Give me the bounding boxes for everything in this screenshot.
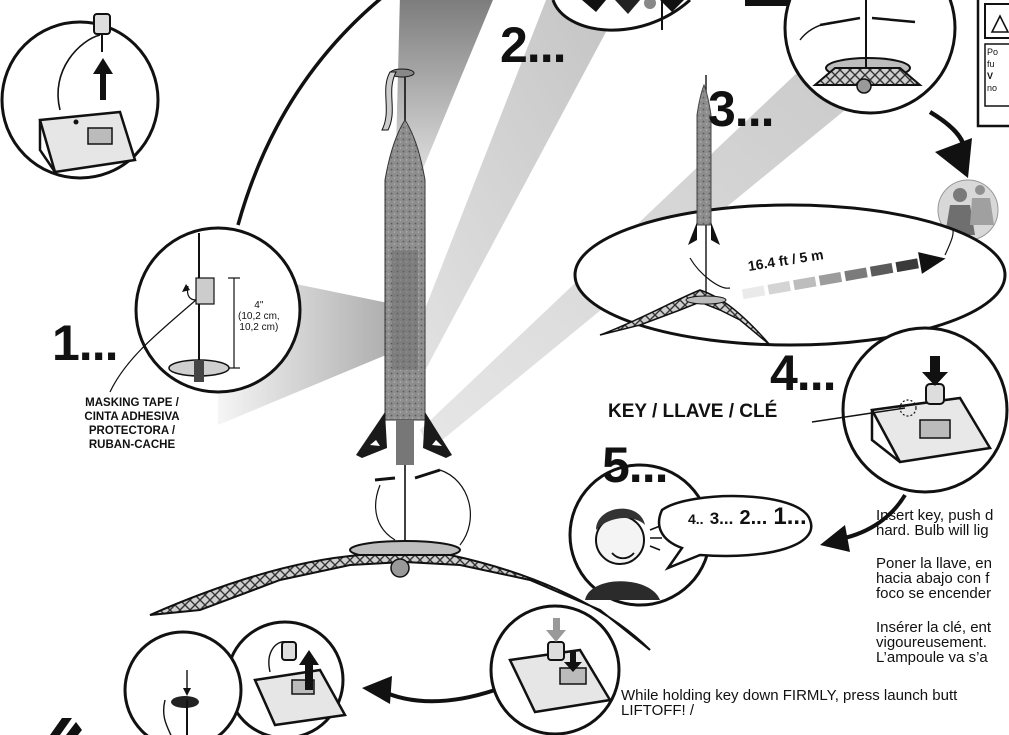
circle-top-left: [0, 13, 160, 180]
warning-box: [976, 0, 1009, 128]
masking-tape-line3: PROTECTORA /: [88, 425, 176, 437]
instructions-launch-line2: LIFTOFF! /: [621, 702, 695, 719]
logo-mark: [50, 718, 82, 735]
warning-line2: fu: [987, 59, 995, 69]
countdown-1: 1...: [773, 503, 807, 530]
step-3-label: 3...: [708, 81, 774, 137]
circle-bottom-clip: [123, 630, 243, 735]
circle-bottom-press: [489, 604, 621, 735]
instructions-launch: While holding key down FIRMLY, press lau…: [621, 688, 957, 718]
curve-arrow-bottom: [379, 688, 496, 704]
circle-bottom-igniter: [225, 620, 347, 735]
main-launch-pad: [149, 468, 651, 651]
curve-arrow-top: [236, 0, 382, 226]
warning-line1: Po: [987, 47, 999, 57]
instructions-es: Poner la llave, en hacia abajo con f foc…: [876, 556, 992, 601]
ray-step2-mid: [405, 0, 615, 380]
circle-step2: [551, 0, 692, 32]
instructions-en-line2: hard. Bulb will lig: [876, 522, 989, 539]
instructions-fr-line1: Insérer la clé, ent: [876, 619, 992, 636]
instructions-fr-line2: vigoureusement.: [876, 634, 987, 651]
masking-tape-line4: RUBAN-CACHE: [88, 439, 176, 451]
warning-line3: V: [987, 71, 994, 81]
step-4-label: 4...: [770, 345, 836, 401]
circle-step4: [811, 326, 1009, 494]
warning-line4: no: [987, 83, 998, 93]
measure-cm-2: 10,2 cm): [239, 322, 279, 333]
measure-label: 4" (10,2 cm, 10,2 cm): [238, 300, 280, 333]
masking-tape-line1: MASKING TAPE /: [85, 397, 179, 409]
countdown-2: 2...: [739, 507, 768, 529]
circle-step5: [568, 463, 813, 607]
step-2-label: 2...: [500, 17, 566, 73]
circle-step1: [109, 226, 302, 394]
instructions-es-line2: hacia abajo con f: [876, 570, 990, 587]
instructions-es-line3: foco se encender: [876, 585, 992, 602]
instructions-es-line1: Poner la llave, en: [876, 555, 992, 572]
step-5-label: 5...: [602, 437, 668, 493]
circle-top-right: [783, 0, 957, 115]
masking-tape-line2: CINTA ADHESIVA: [84, 411, 180, 423]
ray-step2-left: [395, 0, 493, 200]
countdown-3: 3...: [709, 509, 734, 528]
measure-cm-1: (10,2 cm,: [238, 311, 280, 322]
small-rocket: [599, 75, 771, 346]
instructions-en: Insert key, push d hard. Bulb will lig: [876, 508, 993, 538]
main-rocket: [356, 68, 452, 560]
step-1-label: 1...: [52, 315, 118, 371]
photo-circle: [937, 179, 999, 241]
instructions-fr: Insérer la clé, ent vigoureusement. L’am…: [876, 620, 991, 665]
distance-ellipse: [573, 203, 1007, 347]
countdown-bubble: 4.. 3... 2... 1...: [688, 503, 807, 531]
measure-inches: 4": [254, 300, 264, 311]
warning-text: Po fu V no: [987, 46, 998, 94]
instructions-fr-line3: L’ampoule va s’a: [876, 649, 988, 666]
countdown-4: 4..: [688, 511, 704, 527]
key-label: KEY / LLAVE / CLÉ: [608, 401, 778, 422]
instructions-launch-line1: While holding key down FIRMLY, press lau…: [621, 687, 958, 704]
instructions-en-line1: Insert key, push d: [876, 507, 994, 524]
masking-tape-label: MASKING TAPE / CINTA ADHESIVA PROTECTORA…: [72, 396, 192, 452]
